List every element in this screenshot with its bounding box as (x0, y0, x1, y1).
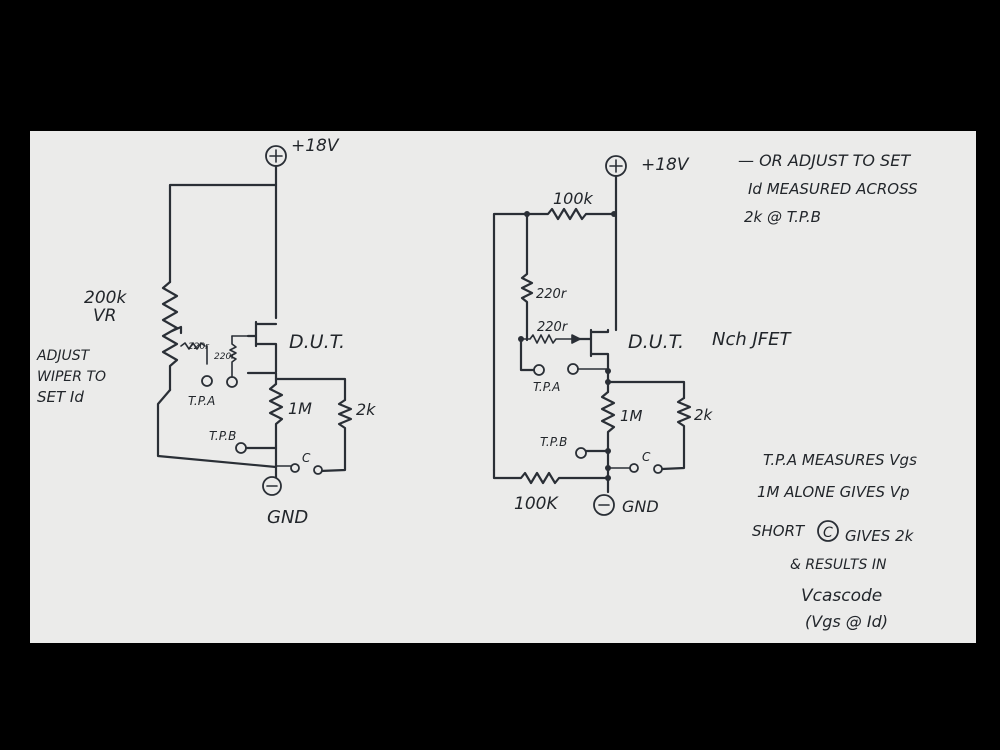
left-circuit: +18V D.U.T. GND 200k VR ADJUST WIPER TO … (36, 136, 376, 528)
note-line-8: Vcascode (801, 586, 882, 606)
left-220r-label-a: 220r (188, 342, 210, 352)
left-supply-label: +18V (291, 136, 340, 156)
left-top-wire (168, 183, 278, 284)
left-pot-wiper (170, 325, 183, 335)
left-1m-label: 1M (288, 399, 312, 418)
right-c-label: C (642, 450, 651, 464)
right-tpb-terminal (575, 447, 587, 459)
note-line-7: & RESULTS IN (790, 557, 887, 573)
right-1m-resistor (600, 390, 616, 452)
right-2k-label: 2k (694, 406, 714, 424)
note-line-6b: GIVES 2k (845, 527, 915, 545)
left-jfet (246, 320, 278, 374)
right-circuit: +18V D.U.T. Nch JFET (492, 155, 793, 516)
left-220r-a (180, 342, 208, 365)
note-line-5: 1M ALONE GIVES Vp (757, 483, 910, 501)
note-line-4: T.P.A MEASURES Vgs (763, 451, 917, 469)
left-source-node (246, 371, 278, 386)
right-type-label: Nch JFET (712, 329, 793, 350)
left-note-line1: ADJUST (36, 348, 91, 364)
notes-block: — OR ADJUST TO SET Id MEASURED ACROSS 2k… (738, 151, 918, 631)
left-2k-label: 2k (356, 400, 376, 419)
right-switch-c-a (629, 463, 639, 473)
right-tpa-label: T.P.A (533, 380, 560, 394)
right-tpb-label: T.P.B (540, 435, 567, 449)
left-pot-resistor (161, 280, 179, 392)
right-jfet (576, 328, 610, 374)
left-tpa-terminal-b (226, 376, 238, 388)
right-left-wire (492, 212, 529, 472)
right-dut-label: D.U.T. (628, 331, 684, 353)
note-line-6a: SHORT (752, 522, 806, 540)
plus-icon (269, 149, 283, 163)
left-dut-label: D.U.T. (289, 331, 345, 353)
left-pot-value: 200k (84, 288, 127, 308)
right-gnd-label: GND (622, 497, 659, 516)
left-note-line3: SET Id (37, 388, 84, 406)
arrow-icon (571, 334, 581, 344)
left-2k-top (274, 377, 347, 402)
right-supply-label: +18V (641, 155, 690, 175)
right-100k-bottom-label: 100K (514, 494, 559, 514)
junction-dot (605, 475, 611, 481)
right-100k-top-resistor (525, 207, 616, 221)
right-2k-top (606, 380, 686, 400)
note-c-letter: C (823, 525, 833, 541)
right-1m-label: 1M (620, 407, 643, 425)
note-line-3: 2k @ T.P.B (744, 208, 821, 226)
left-tpb-label: T.P.B (209, 429, 236, 443)
left-220r-label-b: 220r (214, 352, 236, 362)
right-tpa-terminal-b (567, 363, 579, 375)
right-100k-top-label: 100k (553, 189, 594, 208)
right-tpa-wire (519, 337, 536, 372)
right-220r-a-label: 220r (536, 287, 568, 302)
right-switch-c-b (653, 464, 663, 474)
right-2k-resistor (660, 396, 692, 471)
left-bottom-wire (156, 388, 278, 469)
left-tpb-terminal (235, 442, 247, 454)
left-tpa-terminal-a (201, 375, 213, 387)
plus-icon (609, 159, 623, 173)
left-gnd-label: GND (267, 507, 308, 528)
left-220r-b (229, 335, 237, 379)
note-c-circle (817, 520, 839, 542)
left-switch-c-b (313, 465, 323, 475)
right-220r-a-resistor (520, 212, 534, 342)
right-220r-b-label: 220r (537, 320, 569, 335)
paper-sheet (30, 131, 976, 643)
left-1m-resistor (268, 382, 284, 448)
left-2k-resistor (318, 398, 353, 473)
note-line-1: — OR ADJUST TO SET (738, 151, 911, 170)
note-line-2: Id MEASURED ACROSS (748, 180, 918, 198)
left-c-label: C (302, 451, 311, 465)
right-100k-bottom-resistor (492, 468, 610, 485)
left-tpa-label: T.P.A (188, 394, 215, 408)
left-pot-label: VR (93, 306, 116, 326)
right-tpa-terminal-a (533, 364, 545, 376)
left-note-line2: WIPER TO (37, 369, 106, 385)
left-switch-c-a (290, 463, 300, 473)
note-line-9: (Vgs @ Id) (805, 612, 888, 631)
right-220r-b-resistor (520, 334, 579, 344)
